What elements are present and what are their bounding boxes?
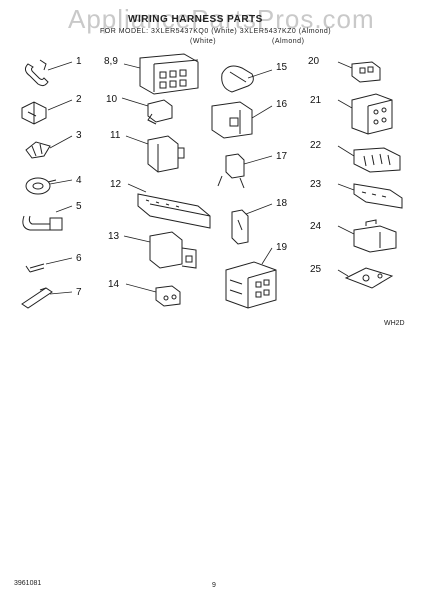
part-20-plug-drawing bbox=[351, 61, 381, 83]
part-18-terminal-drawing bbox=[231, 209, 249, 245]
callout-numbers: 1 2 3 4 5 6 7 8,9 10 11 12 13 14 15 16 1… bbox=[76, 56, 322, 298]
callout-5: 5 bbox=[76, 201, 82, 212]
part-16-housing-drawing bbox=[211, 101, 253, 139]
callout-6: 6 bbox=[76, 253, 82, 264]
diagram-title: WIRING HARNESS PARTS bbox=[128, 14, 263, 25]
part-7-strip-drawing bbox=[21, 287, 53, 309]
part-25-plate-drawing bbox=[344, 267, 394, 289]
part-22-connector-drawing bbox=[353, 147, 401, 173]
callout-2: 2 bbox=[76, 94, 82, 105]
callout-18: 18 bbox=[276, 198, 288, 209]
callout-10: 10 bbox=[106, 94, 118, 105]
callout-8-9: 8,9 bbox=[104, 56, 118, 67]
watermark: AppliancePartsPros.com bbox=[68, 4, 375, 34]
part-5-clamp-drawing bbox=[22, 215, 63, 231]
part-14-plug-drawing bbox=[155, 285, 181, 307]
part-13-housing-drawing bbox=[149, 231, 197, 269]
callout-11: 11 bbox=[110, 130, 121, 141]
part-19-block-drawing bbox=[225, 261, 277, 309]
callout-21: 21 bbox=[310, 95, 322, 106]
callout-14: 14 bbox=[108, 279, 120, 290]
part-24-housing-drawing bbox=[353, 219, 397, 253]
part-4-clamp-drawing bbox=[25, 177, 57, 195]
callout-16: 16 bbox=[276, 99, 288, 110]
callout-15: 15 bbox=[276, 62, 288, 73]
part-21-block-drawing bbox=[351, 93, 393, 135]
section-code: WH2D bbox=[384, 320, 405, 327]
part-3-clip-drawing bbox=[25, 141, 51, 159]
models-line: FOR MODEL: 3XLER5437KQ0 (White) 3XLER543… bbox=[100, 28, 332, 35]
callout-17: 17 bbox=[276, 151, 288, 162]
part-8-9-plug-drawing bbox=[139, 53, 199, 95]
callout-3: 3 bbox=[76, 130, 82, 141]
callout-1: 1 bbox=[76, 56, 82, 67]
callout-24: 24 bbox=[310, 221, 322, 232]
part-6-screw-drawing bbox=[25, 263, 45, 273]
color-white: (White) bbox=[190, 38, 217, 45]
part-23-connector-drawing bbox=[353, 183, 403, 209]
part-11-housing-drawing bbox=[147, 135, 185, 173]
part-12-strip-connector-drawing bbox=[137, 193, 211, 229]
callout-19: 19 bbox=[276, 242, 288, 253]
page-number: 9 bbox=[212, 582, 216, 589]
callout-20: 20 bbox=[308, 56, 320, 67]
part-10-terminal-drawing bbox=[147, 99, 173, 125]
callout-13: 13 bbox=[108, 231, 120, 242]
callout-22: 22 bbox=[310, 140, 322, 151]
part-15-cover-drawing bbox=[221, 65, 254, 93]
part-2-bracket-drawing bbox=[21, 101, 47, 125]
callout-23: 23 bbox=[310, 179, 322, 190]
callout-4: 4 bbox=[76, 175, 82, 186]
leader-lines bbox=[45, 61, 355, 295]
part-number: 3961081 bbox=[14, 580, 42, 587]
callout-7: 7 bbox=[76, 287, 82, 298]
color-almond: (Almond) bbox=[272, 38, 305, 45]
part-17-connector-drawing bbox=[217, 153, 245, 189]
callout-12: 12 bbox=[110, 179, 122, 190]
callout-25: 25 bbox=[310, 264, 322, 275]
part-1-clip-drawing bbox=[24, 59, 49, 87]
